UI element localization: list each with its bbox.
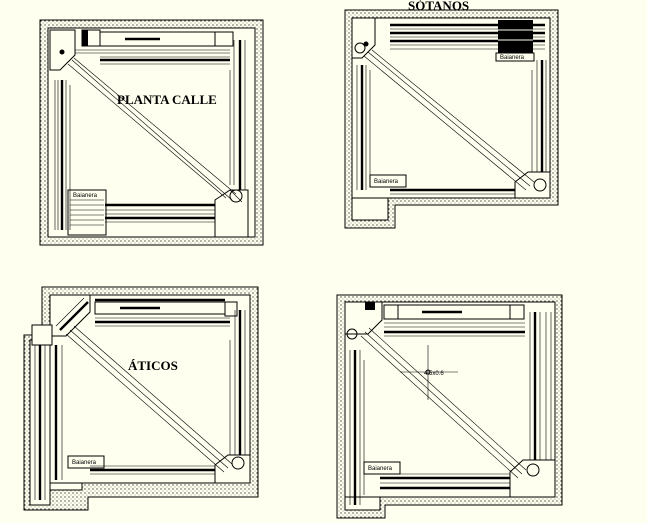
plan-label-aticos: Baianera [72,460,97,466]
plan-title-planta-calle: PLANTA CALLE [117,92,217,107]
plan-label-planta-calle: Baianera [73,193,98,199]
plan-aticos: ÁTICOS Baianera [23,286,259,511]
plan-label-sotanos: Baianera [374,179,399,185]
plan-planta-calle: PLANTA CALLE Baianera [39,19,264,246]
plan-label2-sotanos: Baianera [500,55,525,61]
plan-title-aticos: ÁTICOS [128,358,178,373]
plan-mark-4: 4.5x0.6 [424,371,444,377]
plan-label-4: Baianera [368,466,393,472]
plan-title-sotanos: SÓTANOS [408,0,469,13]
plan-4: 4.5x0.6 Baianera [336,294,563,519]
plan-sotanos: SÓTANOS Baianera Baianera [344,0,559,229]
